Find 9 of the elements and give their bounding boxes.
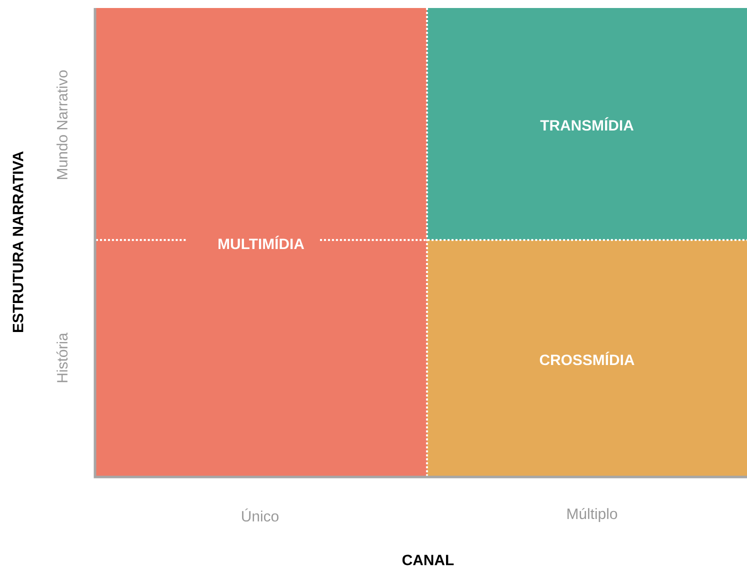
quadrant-box: CROSSMÍDIA	[427, 240, 747, 477]
quadrant-box: TRANSMÍDIA	[427, 8, 747, 240]
axis-label: Mundo Narrativo	[56, 70, 68, 179]
axis-title: CANAL	[402, 554, 454, 566]
axis-label: Único	[242, 508, 278, 522]
quadrant-box: MULTIMÍDIA	[95, 8, 427, 477]
axis-title: ESTRUTURA NARRATIVA	[12, 151, 24, 332]
axis-label: Múltiplo	[567, 508, 618, 522]
axis-label: História	[56, 332, 68, 382]
